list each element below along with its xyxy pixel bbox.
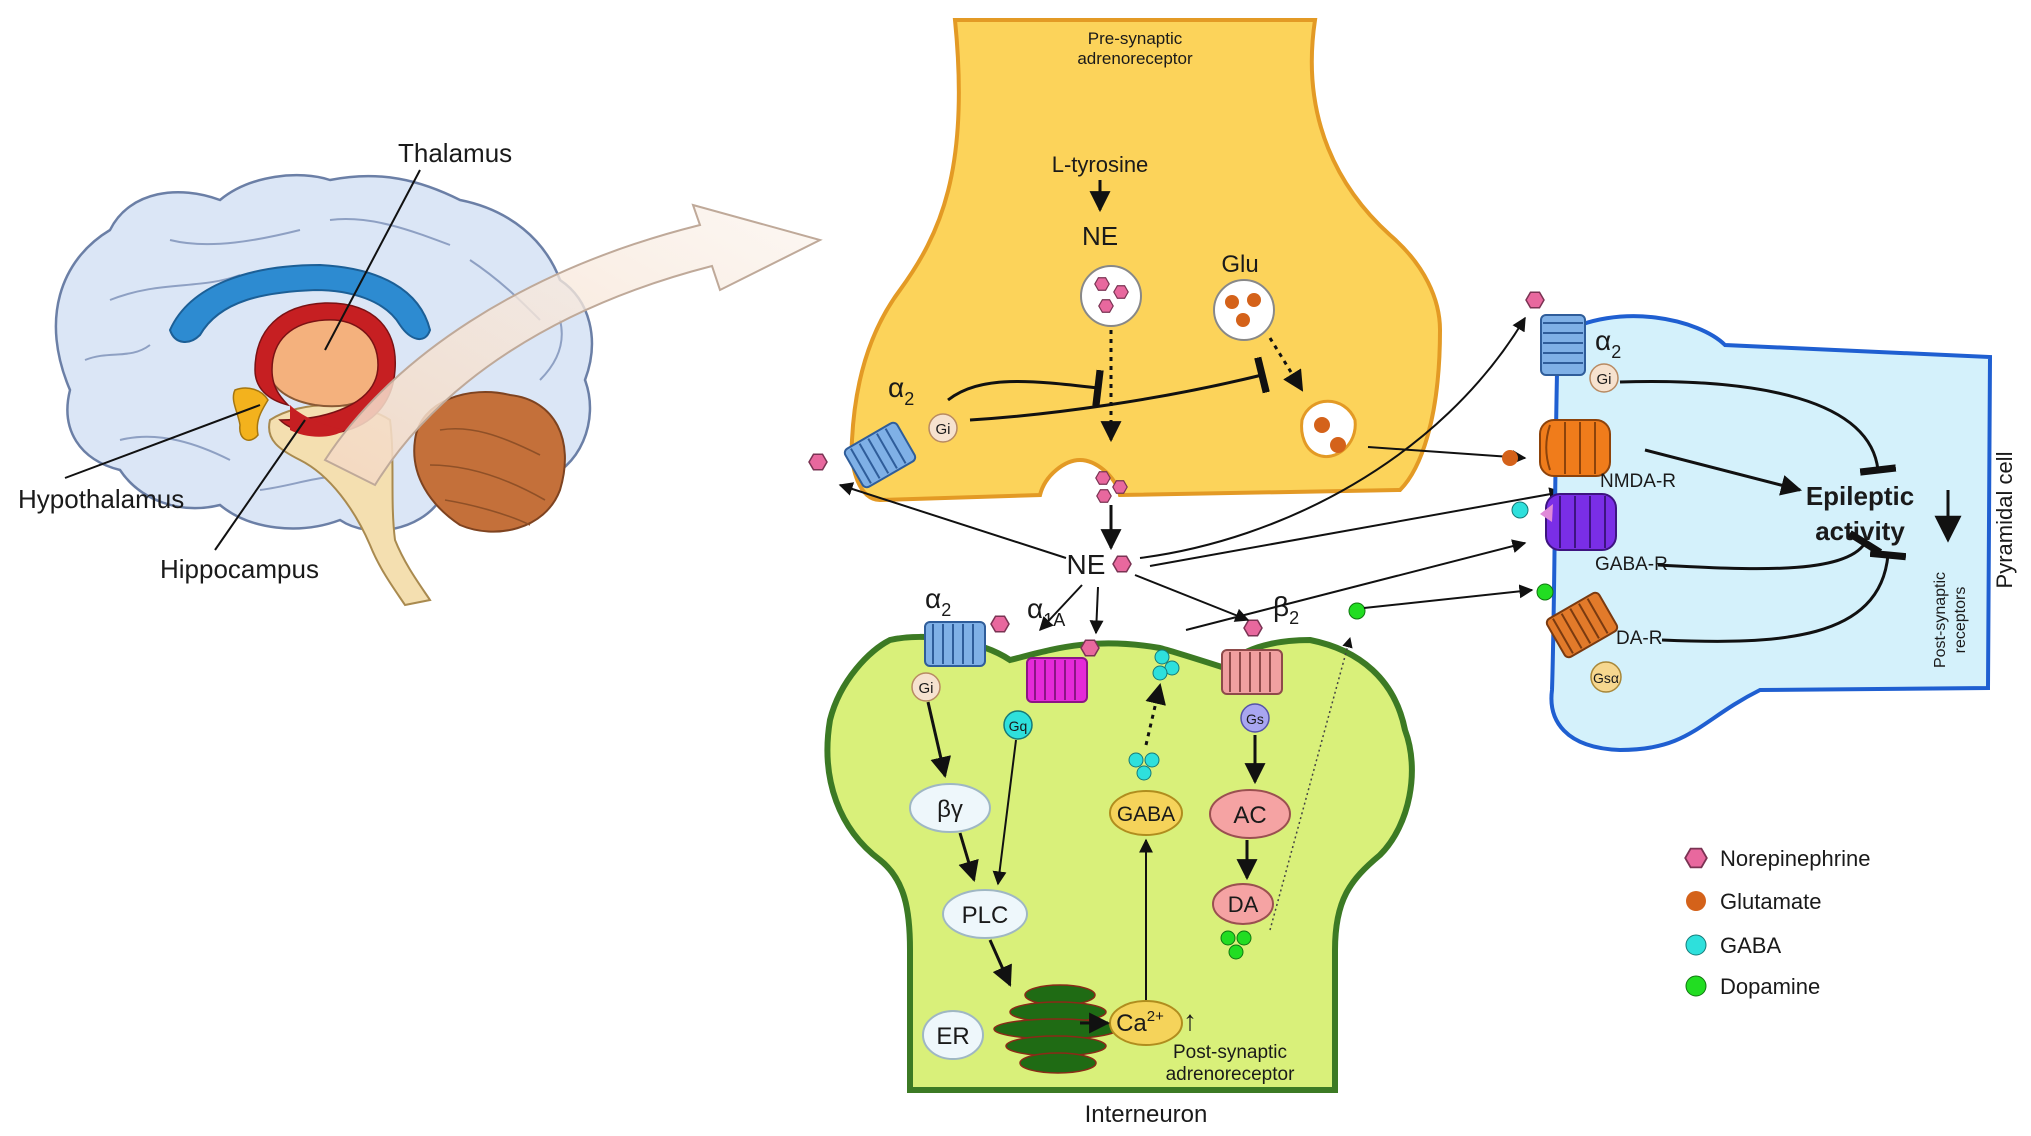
ne-center-label: NE — [1067, 549, 1106, 580]
presynaptic-title-1: Pre-synaptic — [1088, 29, 1183, 48]
interneuron-alpha2-label: α2 — [925, 583, 951, 620]
presynaptic-alpha2-receptor — [843, 421, 917, 489]
hippocampus-shape — [254, 302, 396, 435]
glutamate-released-1 — [1314, 417, 1330, 433]
thalamus-label: Thalamus — [398, 138, 512, 168]
da-receptor — [1545, 591, 1619, 659]
glu-label: Glu — [1221, 251, 1258, 278]
zoom-arrow — [323, 203, 823, 487]
svg-text:Norepinephrine: Norepinephrine — [1720, 846, 1870, 871]
ne-vesicle — [1080, 265, 1142, 327]
svg-text:Dopamine: Dopamine — [1720, 974, 1820, 999]
pyramidal-alpha2-receptor — [1540, 314, 1586, 376]
pyramidal-post-1: Post-synaptic — [1932, 572, 1949, 668]
svg-text:↑: ↑ — [1183, 1005, 1197, 1036]
presynaptic-gi — [928, 413, 958, 443]
hypothalamus-label: Hypothalamus — [18, 484, 184, 514]
l-tyrosine-label: L-tyrosine — [1052, 152, 1149, 177]
plc-node — [942, 889, 1028, 939]
pyramidal-cell: Pyramidal cell Post-synaptic receptors α… — [1502, 291, 2017, 753]
glutamate-bound — [1502, 450, 1518, 466]
svg-text:Gi: Gi — [936, 421, 951, 438]
presynaptic-title-2: adrenoreceptor — [1077, 49, 1193, 68]
beta2-receptor — [1221, 649, 1283, 695]
interneuron-label: Interneuron — [1085, 1101, 1208, 1128]
svg-text:NMDA-R: NMDA-R — [1600, 471, 1676, 492]
svg-text:Glutamate: Glutamate — [1720, 889, 1822, 914]
svg-text:ER: ER — [936, 1023, 969, 1050]
gq-protein — [1003, 710, 1033, 740]
er-node — [922, 1010, 984, 1060]
svg-text:AC: AC — [1233, 802, 1266, 829]
ne-presynaptic-label: NE — [1082, 221, 1118, 251]
alpha1a-receptor — [1026, 657, 1088, 703]
legend-item-glutamate: Glutamate — [1686, 889, 1822, 914]
legend-item-gaba: GABA — [1685, 933, 1781, 958]
interneuron-post-2: adrenoreceptor — [1166, 1064, 1296, 1085]
svg-text:DA-R: DA-R — [1616, 628, 1662, 649]
pyramidal-alpha2-label: α2 — [1595, 325, 1621, 362]
glutamate-released-2 — [1330, 437, 1346, 453]
beta2-label: β2 — [1273, 591, 1299, 628]
interneuron: Interneuron Post-synaptic adrenoreceptor… — [824, 583, 1415, 1128]
svg-text:βγ: βγ — [937, 796, 963, 823]
pyramidal-gi — [1589, 363, 1619, 393]
svg-text:PLC: PLC — [962, 902, 1009, 929]
svg-text:Gsα: Gsα — [1593, 670, 1619, 686]
gaba-receptor — [1545, 493, 1617, 551]
presynaptic-alpha2-label: α2 — [888, 372, 914, 409]
glu-vesicle — [1213, 279, 1275, 341]
svg-text:Gs: Gs — [1246, 711, 1264, 727]
ne-release-hub: NE — [838, 316, 1564, 635]
epileptic-label-1: Epileptic — [1806, 481, 1914, 511]
gs-protein — [1240, 703, 1270, 733]
nmda-receptor — [1539, 419, 1611, 477]
legend-item-dopamine: Dopamine — [1685, 974, 1820, 999]
cerebellum — [413, 391, 566, 533]
legend: Norepinephrine Glutamate GABA Dopamine — [1684, 846, 1870, 999]
calcium-label: Ca2+ — [1116, 1008, 1164, 1037]
beta-gamma-node — [909, 783, 991, 833]
da-node — [1212, 883, 1274, 925]
interneuron-alpha2-receptor — [924, 621, 986, 667]
epileptic-label-2: activity — [1815, 516, 1905, 546]
gaba-bound — [1511, 501, 1529, 519]
svg-text:GABA: GABA — [1117, 803, 1175, 826]
svg-text:GABA-R: GABA-R — [1595, 554, 1668, 575]
svg-text:Gi: Gi — [1597, 371, 1612, 388]
brain-illustration: Thalamus Hypothalamus Hippocampus — [18, 138, 823, 607]
interneuron-gi — [911, 672, 941, 702]
ac-node — [1209, 789, 1291, 839]
presynaptic-terminal: Pre-synaptic adrenoreceptor L-tyrosine N… — [808, 18, 1443, 503]
svg-text:Gq: Gq — [1009, 718, 1028, 734]
svg-text:GABA: GABA — [1720, 933, 1781, 958]
gsa-protein — [1590, 661, 1622, 693]
legend-item-norepinephrine: Norepinephrine — [1684, 846, 1870, 871]
pyramidal-post-2: receptors — [1952, 587, 1969, 654]
pyramidal-label: Pyramidal cell — [1992, 452, 2017, 589]
hippocampus-label: Hippocampus — [160, 554, 319, 584]
interneuron-post-1: Post-synaptic — [1173, 1042, 1287, 1063]
gaba-node — [1109, 790, 1183, 836]
svg-text:DA: DA — [1228, 892, 1259, 917]
corpus-callosum — [168, 263, 432, 343]
dopamine-bound — [1536, 583, 1554, 601]
svg-text:Gi: Gi — [919, 680, 934, 697]
